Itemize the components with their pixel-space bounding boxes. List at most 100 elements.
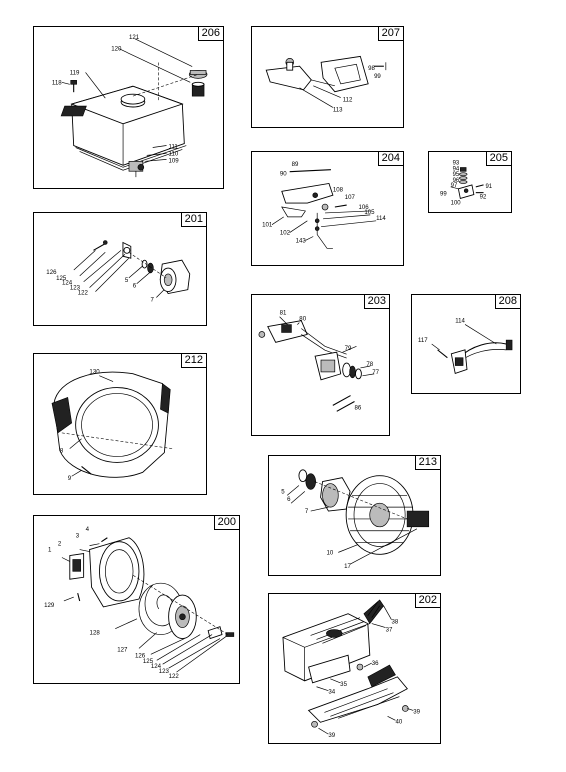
callout-36: 36: [372, 660, 379, 667]
governor-lever: [281, 182, 334, 204]
callout-128: 128: [90, 630, 101, 637]
callout-6: 6: [287, 496, 291, 503]
callout-96: 96: [453, 178, 460, 184]
panel-213-flywheel: 213 5 6 7 10 17: [268, 455, 441, 576]
callout-130: 130: [89, 369, 100, 376]
recoil-starter-drawing: 4 3 2 1 129 128 127 126 125 124 123 122: [44, 526, 235, 680]
callout-108: 108: [333, 186, 344, 193]
callout-106: 106: [358, 204, 369, 211]
callout-2: 2: [58, 541, 62, 548]
wire-terminal: [505, 339, 513, 351]
callout-122: 122: [78, 290, 89, 297]
callout-7: 7: [305, 508, 309, 515]
panel-208-ignition-wire: 208 114 117: [411, 294, 521, 394]
callout-125: 125: [56, 275, 67, 282]
callout-91: 91: [485, 184, 492, 190]
callout-100: 100: [451, 200, 462, 206]
panel-201-starter-pulley: 201 126 125 124 123 122 5 6 7: [33, 212, 207, 326]
panel-number: 200: [213, 516, 239, 530]
crankshaft-end: [406, 510, 430, 528]
panel-207-control-bracket: 207 98 99 112 113: [251, 26, 404, 128]
callout-129: 129: [44, 602, 55, 609]
callout-37: 37: [386, 626, 393, 633]
callout-110: 110: [169, 150, 179, 157]
callout-92: 92: [480, 194, 487, 200]
panel-number: 204: [377, 152, 403, 166]
callout-102: 102: [280, 230, 291, 237]
muffler-drawing: 38 37 36 35 34 39 40 39: [282, 599, 421, 739]
panel-204-governor-linkage: 204 89 90 108 107 106 105 114 101 102 14…: [251, 151, 404, 266]
speed-control-drawing: 93 94 95 96 97 99 100 91 92: [440, 161, 493, 207]
callout-94: 94: [453, 166, 460, 172]
panel-number: 202: [414, 594, 440, 608]
panel-number: 206: [197, 27, 223, 41]
panel-number: 208: [494, 295, 520, 309]
governor-spring: [289, 169, 331, 173]
callout-112: 112: [343, 98, 353, 104]
callout-95: 95: [453, 172, 460, 178]
callout-111: 111: [169, 143, 179, 150]
callout-80: 80: [299, 316, 306, 323]
callout-123: 123: [159, 668, 170, 675]
spark-arrester: [363, 599, 384, 625]
callout-119: 119: [70, 69, 80, 76]
panel-200-recoil-starter: 200 4 3 2 1 129 128 127 126 125: [33, 515, 240, 684]
callout-107: 107: [345, 194, 356, 201]
callout-1: 1: [48, 547, 52, 554]
callout-117: 117: [418, 338, 428, 344]
callout-126: 126: [46, 269, 57, 276]
callout-4: 4: [86, 526, 90, 533]
callout-5: 5: [125, 277, 129, 284]
callout-123: 123: [70, 285, 81, 292]
panel-number: 213: [414, 456, 440, 470]
callout-39: 39: [413, 708, 420, 715]
callout-17: 17: [344, 563, 351, 570]
fuel-tank-label-plate: [60, 105, 87, 117]
callout-118: 118: [52, 79, 62, 86]
callout-39-lower: 39: [328, 732, 335, 739]
callout-79: 79: [345, 345, 352, 352]
callout-93: 93: [453, 161, 460, 167]
callout-114: 114: [376, 215, 386, 222]
callout-97: 97: [451, 183, 458, 189]
panel-203-carburetor: 203 81 80 79 78 77 86: [251, 294, 390, 436]
callout-101: 101: [262, 222, 273, 229]
callout-89: 89: [292, 161, 299, 168]
panel-202-muffler: 202 38 37 36 35 34 39 40 39: [268, 593, 441, 744]
callout-81: 81: [280, 310, 287, 317]
callout-125: 125: [143, 658, 154, 665]
panel-number: 205: [485, 152, 511, 166]
panel-number: 207: [377, 27, 403, 41]
callout-7: 7: [150, 296, 154, 303]
panel-number: 212: [180, 354, 206, 368]
panel-number: 203: [363, 295, 389, 309]
panel-number: 201: [180, 213, 206, 227]
panel-205-speed-control: 205 93 94 95 96 97 99 100 91 92: [428, 151, 512, 213]
callout-5: 5: [281, 488, 285, 495]
callout-6: 6: [133, 283, 137, 290]
callout-105: 105: [364, 209, 375, 216]
callout-124: 124: [62, 280, 73, 287]
control-bracket-drawing: 98 99 112 113: [265, 55, 387, 113]
mounting-bracket: [320, 55, 369, 93]
callout-77: 77: [372, 369, 379, 376]
callout-120: 120: [111, 46, 122, 53]
callout-9: 9: [68, 475, 72, 482]
callout-35: 35: [340, 681, 347, 688]
callout-109: 109: [169, 157, 180, 164]
callout-3: 3: [76, 533, 80, 540]
carburetor-drawing: 81 80 79 78 77 86: [258, 310, 380, 412]
panel-212-fan-housing: 212 130 8 9: [33, 353, 207, 495]
callout-99: 99: [374, 74, 381, 80]
callout-90: 90: [280, 171, 287, 178]
fan-housing-drawing: 130 8 9: [51, 369, 173, 482]
governor-linkage-drawing: 89 90 108 107 106 105 114 101 102 143: [262, 161, 386, 249]
callout-114: 114: [455, 318, 465, 324]
callout-10: 10: [326, 549, 333, 556]
callout-126: 126: [135, 652, 146, 659]
starter-pulley-drawing: 126 125 124 123 122 5 6 7: [46, 240, 191, 303]
callout-122: 122: [169, 673, 180, 680]
flywheel-drawing: 5 6 7 10 17: [281, 469, 430, 570]
callout-99: 99: [440, 192, 447, 198]
throttle-lever: [265, 65, 312, 91]
